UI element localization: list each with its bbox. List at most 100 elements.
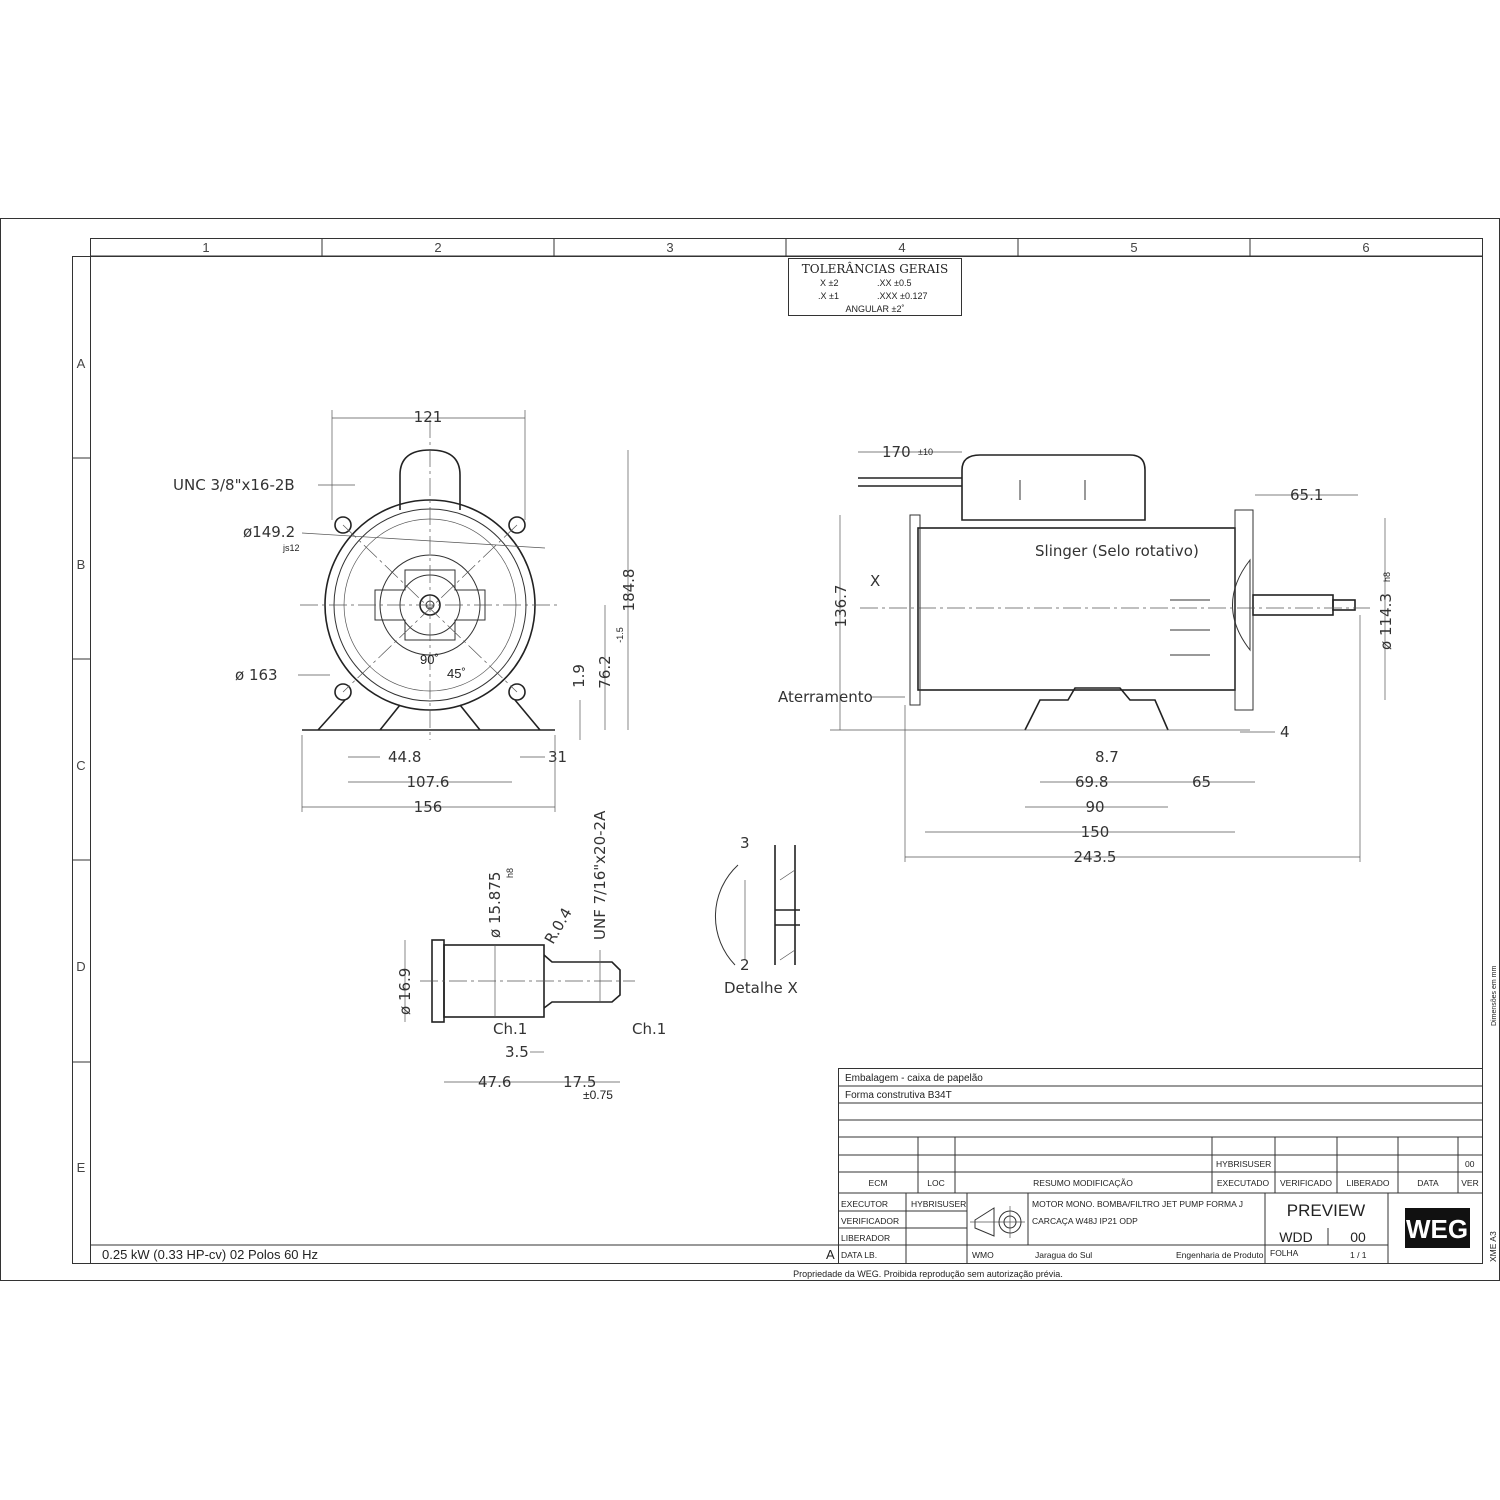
label: -1.5	[615, 627, 625, 643]
zone-rows: A B C D E	[72, 356, 90, 1175]
label: 65	[1192, 773, 1211, 791]
label: 69.8	[1075, 773, 1108, 791]
label: ø 163	[235, 666, 278, 684]
label: 00	[1350, 1229, 1366, 1245]
zone-label: 3	[666, 240, 673, 255]
label: .X ±1	[818, 291, 839, 301]
label: 1 / 1	[1350, 1250, 1367, 1260]
label: ø 114.3	[1377, 593, 1395, 650]
label: X ±2	[820, 278, 838, 288]
label: 3	[740, 834, 750, 852]
label: Detalhe X	[724, 979, 798, 997]
zone-label: E	[77, 1160, 86, 1175]
label: EXECUTOR	[841, 1199, 888, 1209]
label: TOLERÂNCIAS GERAIS	[802, 261, 948, 276]
label: 00	[1465, 1159, 1475, 1169]
label: .XX ±0.5	[877, 278, 911, 288]
zone-label: A	[77, 356, 86, 371]
label: VER	[1461, 1178, 1478, 1188]
label: Forma construtiva B34T	[845, 1090, 952, 1101]
label: 3.5	[505, 1043, 529, 1061]
label: 31	[548, 748, 567, 766]
label: DATA LB.	[841, 1250, 877, 1260]
label: RESUMO MODIFICAÇÃO	[1033, 1178, 1133, 1188]
label: VERIFICADOR	[841, 1216, 899, 1226]
label: EXECUTADO	[1217, 1178, 1270, 1188]
label: LIBERADO	[1347, 1178, 1390, 1188]
label: ECM	[869, 1178, 888, 1188]
label: PREVIEW	[1287, 1201, 1365, 1220]
zone-label: 2	[434, 240, 441, 255]
label: ±10	[918, 447, 933, 457]
label: ø 16.9	[396, 968, 414, 1015]
inner-frame	[72, 256, 1483, 1264]
weg-logo: WEG	[1405, 1208, 1470, 1248]
zone-label: 5	[1130, 240, 1137, 255]
label: 1.9	[570, 664, 588, 688]
label: 243.5	[1074, 848, 1117, 866]
label: 45˚	[447, 666, 466, 681]
label: Aterramento	[778, 688, 873, 706]
label: DATA	[1417, 1178, 1439, 1188]
label: Ch.1	[493, 1020, 527, 1038]
label: 44.8	[388, 748, 421, 766]
zone-label: B	[77, 557, 86, 572]
label: ±0.75	[583, 1088, 613, 1102]
label: 90	[1085, 798, 1104, 816]
label: 17.5	[563, 1073, 596, 1091]
label: UNC 3/8"x16-2B	[173, 476, 295, 494]
label: R.0.4	[541, 905, 576, 947]
zone-label: D	[76, 959, 85, 974]
label: 47.6	[478, 1073, 511, 1091]
label: Jaragua do Sul	[1035, 1250, 1092, 1260]
label: Embalagem - caixa de papelão	[845, 1073, 983, 1084]
label: LOC	[927, 1178, 944, 1188]
zone-label: 4	[898, 240, 905, 255]
label: HYBRISUSER	[1216, 1159, 1271, 1169]
shaft-detail: ø 16.9 ø 15.875 h8 R.0.4 UNF 7/16"x20-2A…	[396, 810, 666, 1102]
zone-frame	[90, 238, 1483, 1264]
zone-columns: 1 2 3 4 5 6	[202, 238, 1370, 256]
label: ANGULAR ±2˚	[846, 304, 905, 314]
label: 156	[414, 798, 443, 816]
label: CARCAÇA W48J IP21 ODP	[1032, 1216, 1138, 1226]
label: h8	[1382, 572, 1392, 582]
zone-label: C	[76, 758, 85, 773]
label: LIBERADOR	[841, 1233, 890, 1243]
label: 4	[1280, 723, 1290, 741]
label: WMO	[972, 1250, 994, 1260]
tolerances-box: TOLERÂNCIAS GERAIS X ±2 .XX ±0.5 .X ±1 .…	[788, 258, 962, 316]
motor-specs: 0.25 kW (0.33 HP-cv) 02 Polos 60 Hz	[102, 1247, 318, 1262]
outer-frame	[0, 218, 1500, 1281]
zone-label: 1	[202, 240, 209, 255]
label: X	[870, 572, 880, 590]
zone-label: 6	[1362, 240, 1369, 255]
label: VERIFICADO	[1280, 1178, 1332, 1188]
label: ø 15.875	[486, 872, 504, 938]
label: 150	[1081, 823, 1110, 841]
label: HYBRISUSER	[911, 1199, 966, 1209]
label: 107.6	[407, 773, 450, 791]
label: FOLHA	[1270, 1248, 1299, 1258]
label: 65.1	[1290, 486, 1323, 504]
projection-symbol-icon	[970, 1206, 1025, 1238]
label: Dimensões em mm	[1491, 966, 1498, 1026]
label: 184.8	[620, 569, 638, 612]
label: 8.7	[1095, 748, 1119, 766]
side-view: 170 ±10 65.1 Slinger (Selo rotativo) X 1…	[778, 443, 1395, 866]
label: .XXX ±0.127	[877, 291, 927, 301]
revision-letter: A	[826, 1247, 835, 1262]
label: 136.7	[832, 585, 850, 628]
label: Slinger (Selo rotativo)	[1035, 542, 1199, 560]
detail-x: 3 2 Detalhe X	[714, 834, 800, 997]
label: 121	[414, 408, 443, 426]
label: Engenharia de Produto	[1176, 1250, 1264, 1260]
label: 170	[882, 443, 911, 461]
front-view: 121 UNC 3/8"x16-2B ø149.2 js12 ø 163 90˚…	[173, 408, 638, 816]
label: UNF 7/16"x20-2A	[591, 810, 609, 940]
label: WDD	[1279, 1229, 1312, 1245]
label: XME A3	[1488, 1231, 1498, 1262]
title-block: Embalagem - caixa de papelão Forma const…	[838, 966, 1498, 1264]
svg-text:WEG: WEG	[1406, 1214, 1468, 1244]
